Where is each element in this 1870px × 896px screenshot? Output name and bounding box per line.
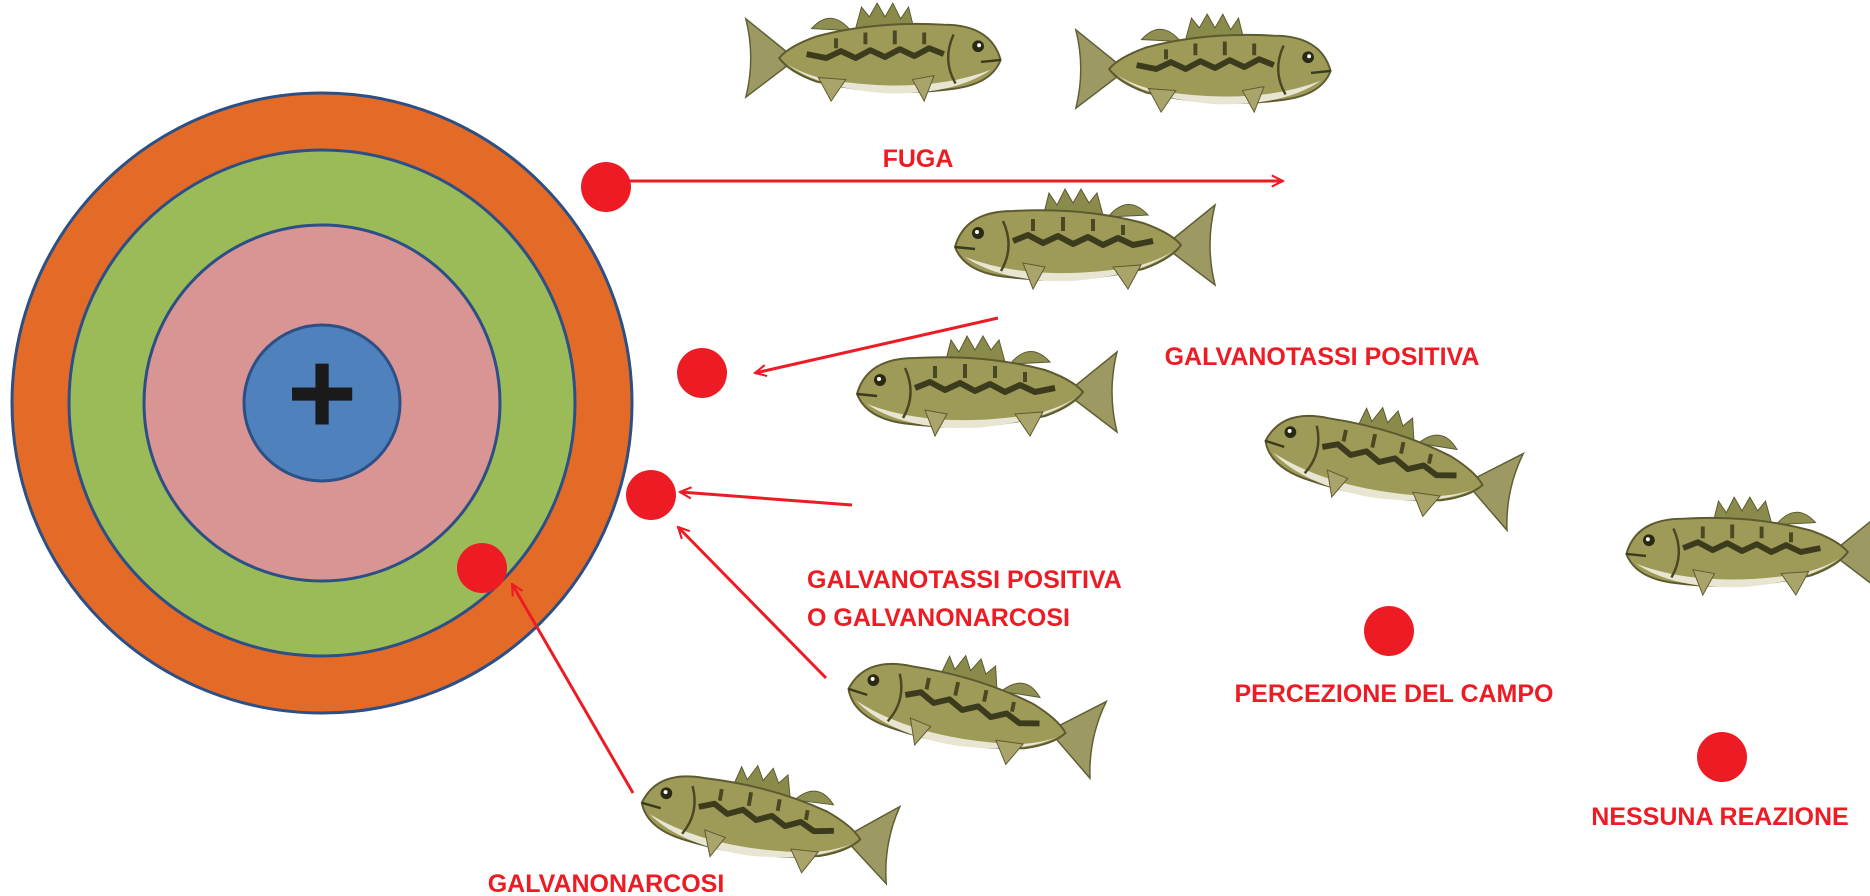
label-positive-or-narcosis-line1: GALVANOTASSI POSITIVA bbox=[807, 566, 1122, 594]
bass-fish-icon bbox=[746, 3, 1001, 101]
bass-fish-icon bbox=[1076, 14, 1331, 112]
plus-sign-icon: + bbox=[287, 326, 357, 460]
red-dot-icon bbox=[677, 348, 727, 398]
bass-fish-icon bbox=[635, 747, 903, 888]
arrow-galvanotaxis-or-narcosis-2 bbox=[678, 527, 826, 678]
bass-fish-icon bbox=[955, 189, 1215, 289]
arrow-galvanotaxis-or-narcosis bbox=[680, 492, 852, 505]
fish-group bbox=[635, 3, 1870, 888]
red-dot-icon bbox=[457, 543, 507, 593]
bass-fish-icon bbox=[857, 336, 1117, 436]
label-no-reaction: NESSUNA REAZIONE bbox=[1591, 803, 1848, 831]
red-dot-icon bbox=[1364, 606, 1414, 656]
label-field-perception: PERCEZIONE DEL CAMPO bbox=[1234, 680, 1553, 708]
label-positive-or-narcosis-line2: O GALVANONARCOSI bbox=[807, 604, 1070, 632]
label-positive-galvanotaxis: GALVANOTASSI POSITIVA bbox=[1165, 343, 1480, 371]
bass-fish-icon bbox=[1626, 497, 1870, 595]
bass-fish-icon bbox=[1257, 385, 1527, 534]
arrow-narcosis bbox=[512, 584, 633, 793]
red-dot-icon bbox=[626, 470, 676, 520]
label-escape: FUGA bbox=[883, 145, 954, 173]
label-narcosis: GALVANONARCOSI bbox=[488, 870, 725, 896]
bass-fish-icon bbox=[840, 633, 1110, 782]
electric-field-zones: + bbox=[12, 93, 632, 713]
red-dot-icon bbox=[581, 162, 631, 212]
red-dot-icon bbox=[1697, 732, 1747, 782]
